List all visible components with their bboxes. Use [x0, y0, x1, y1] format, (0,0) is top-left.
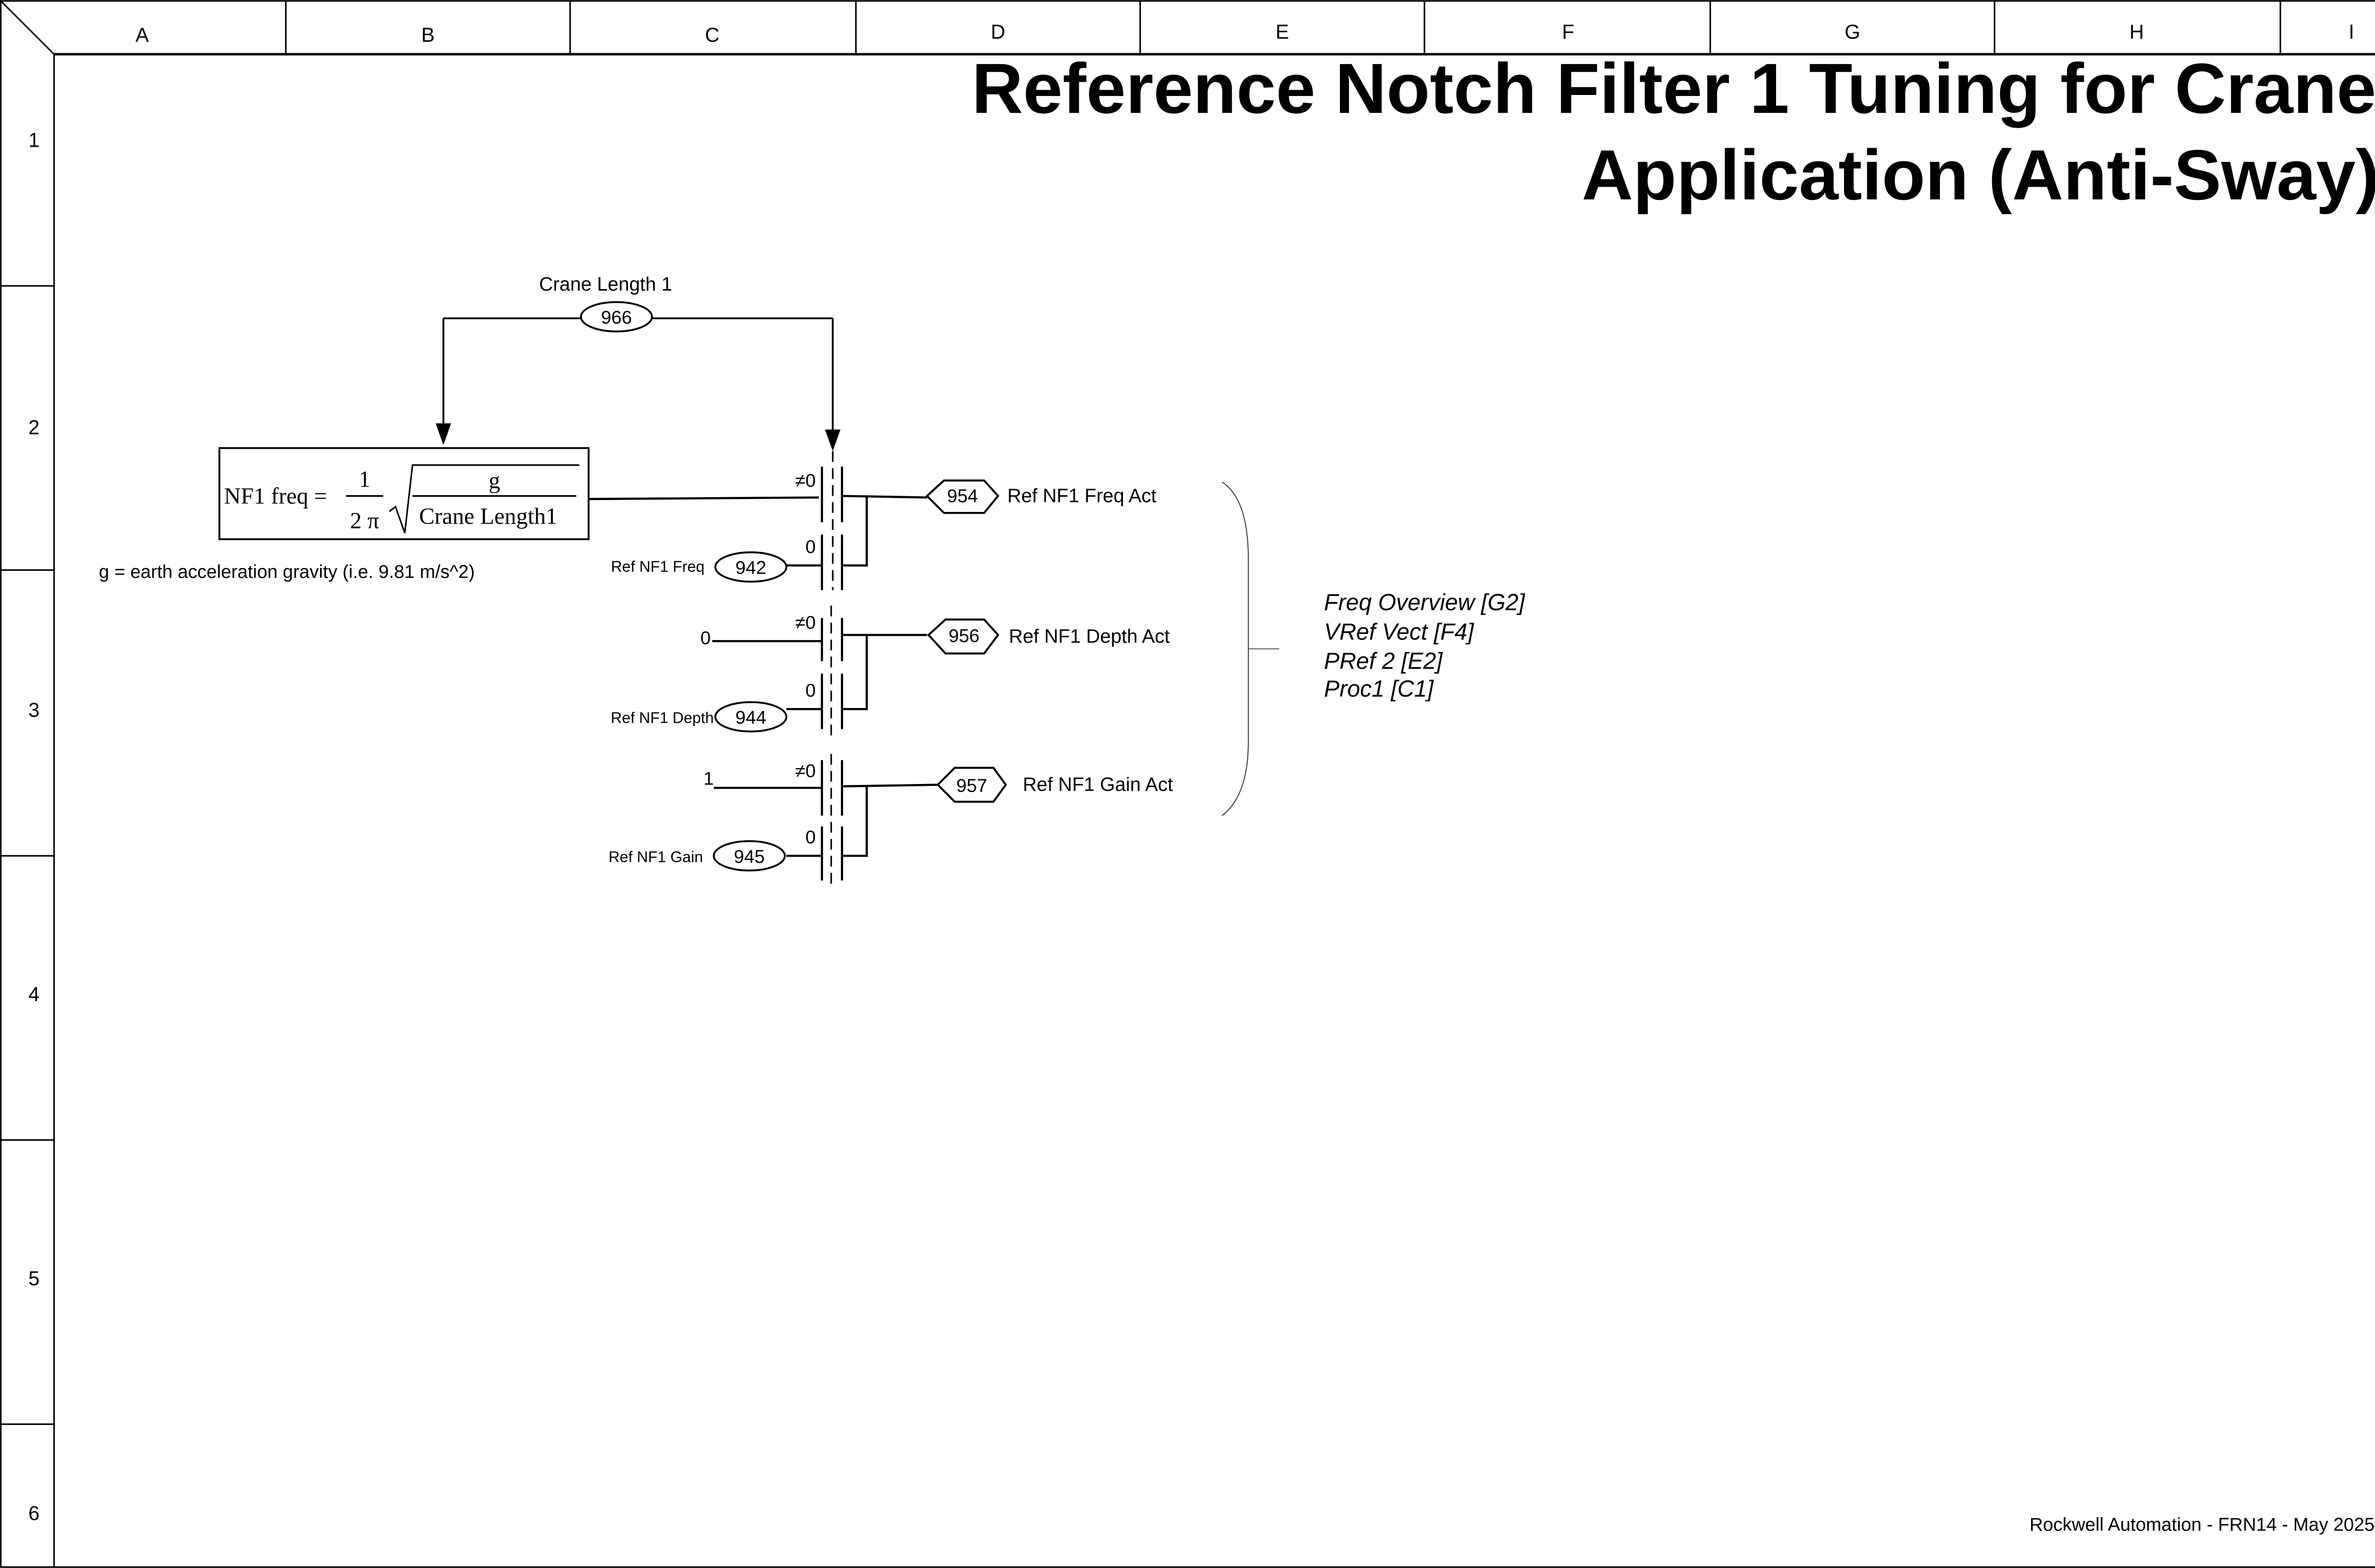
column-label-e: E [1276, 21, 1289, 43]
switch-gain-constant-input: 1 [703, 769, 714, 789]
gravity-note: g = earth acceleration gravity (i.e. 9.8… [99, 562, 475, 582]
crane-length-label: Crane Length 1 [539, 273, 672, 295]
ref-nf1-depth-act-label: Ref NF1 Depth Act [1009, 625, 1170, 647]
param-957: 957 [956, 775, 987, 796]
reference-link-proc1[interactable]: Proc1 [C1] [1324, 676, 1434, 702]
page-title-line-2: Application (Anti-Sway) [1582, 135, 2375, 215]
formula-two-pi: 2 π [350, 508, 379, 534]
column-label-a: A [135, 24, 149, 46]
row-label-6: 6 [28, 1502, 40, 1524]
switch-gain: ≠0 0 1 Ref NF1 Gain 945 957 Ref NF1 Gain… [608, 754, 1173, 884]
column-label-h: H [2129, 21, 2144, 43]
column-label-b: B [421, 24, 435, 46]
param-956: 956 [949, 626, 979, 646]
param-966: 966 [601, 308, 632, 328]
row-label-4: 4 [28, 983, 40, 1005]
arrow-down-icon [825, 429, 841, 452]
column-label-d: D [991, 21, 1006, 43]
row-label-1: 1 [28, 129, 40, 151]
switch-freq: ≠0 0 Ref NF1 Freq 942 954 Ref NF1 Freq A… [611, 451, 1157, 590]
ref-nf1-depth-label: Ref NF1 Depth [611, 709, 714, 727]
param-954-output[interactable]: 954 [925, 479, 999, 514]
row-label-5: 5 [28, 1267, 40, 1289]
param-966-bubble[interactable]: 966 [580, 301, 653, 332]
reference-bracket [1222, 482, 1280, 816]
row-label-3: 3 [28, 699, 40, 721]
column-label-g: G [1844, 21, 1860, 43]
reference-link-freq-overview[interactable]: Freq Overview [G2] [1324, 590, 1525, 615]
switch-freq-nonzero-label: ≠0 [795, 471, 816, 491]
reference-link-vref-vect[interactable]: VRef Vect [F4] [1324, 619, 1474, 645]
arrow-down-icon [436, 423, 451, 445]
switch-gain-zero-label: 0 [806, 827, 816, 848]
param-956-output[interactable]: 956 [927, 618, 999, 655]
param-945-bubble[interactable]: 945 [712, 840, 786, 872]
formula-crane-length: Crane Length1 [419, 503, 557, 529]
ref-nf1-freq-label: Ref NF1 Freq [611, 558, 704, 575]
ref-nf1-gain-label: Ref NF1 Gain [608, 848, 703, 865]
param-945: 945 [734, 847, 765, 867]
param-942-bubble[interactable]: 942 [714, 551, 788, 583]
reference-link-pref-2[interactable]: PRef 2 [E2] [1324, 649, 1443, 674]
formula-block: NF1 freq = 1 2 π g Crane Length1 [218, 447, 590, 540]
switch-depth: ≠0 0 0 Ref NF1 Depth 944 956 Ref NF1 Dep… [611, 605, 1170, 736]
switch-depth-nonzero-label: ≠0 [795, 613, 816, 633]
footer-text: Rockwell Automation - FRN14 - May 2025 [2030, 1515, 2375, 1535]
ref-nf1-freq-act-label: Ref NF1 Freq Act [1007, 484, 1157, 506]
param-957-output[interactable]: 957 [936, 766, 1007, 803]
formula-g: g [489, 468, 500, 493]
switch-depth-constant-input: 0 [700, 628, 711, 649]
column-label-c: C [705, 24, 720, 46]
param-944: 944 [735, 708, 766, 728]
formula-lhs: NF1 freq = [224, 483, 327, 509]
row-label-2: 2 [28, 416, 40, 438]
switch-freq-zero-label: 0 [806, 537, 816, 557]
crane-length-feed: Crane Length 1 966 [436, 273, 841, 452]
switch-depth-zero-label: 0 [806, 680, 816, 701]
switch-gain-nonzero-label: ≠0 [795, 761, 816, 781]
formula-one: 1 [359, 466, 370, 492]
column-label-i: I [2349, 21, 2355, 43]
param-942: 942 [735, 558, 766, 578]
page-title-line-1: Reference Notch Filter 1 Tuning for Cran… [972, 49, 2375, 128]
column-label-f: F [1562, 21, 1574, 43]
param-954: 954 [947, 486, 978, 506]
ref-nf1-gain-act-label: Ref NF1 Gain Act [1023, 774, 1173, 795]
param-944-bubble[interactable]: 944 [714, 701, 788, 733]
